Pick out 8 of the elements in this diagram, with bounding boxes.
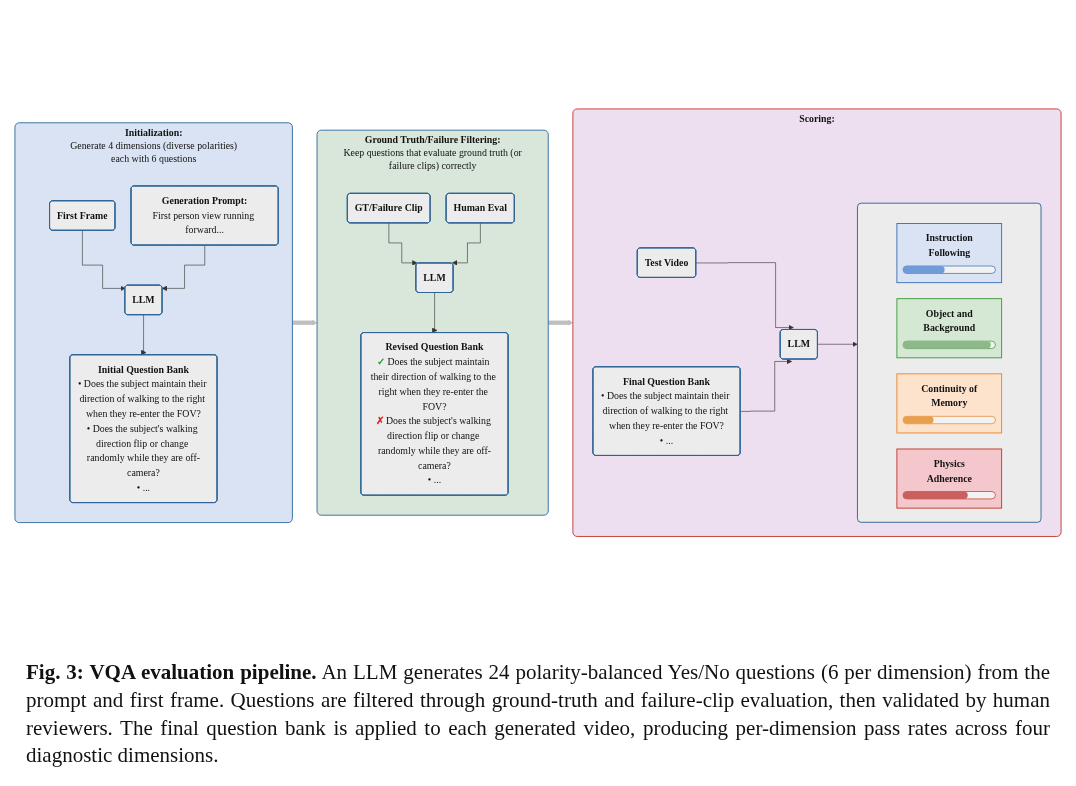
arrow [292,319,318,326]
node-box: Instruction Following [896,222,1003,283]
cluster [857,202,1042,523]
arrow [548,319,574,326]
figure-caption: Fig. 3: VQA evaluation pipeline. An LLM generates 24 polarity-balanced Yes/No questions (6 per dimension) from the prompt and first frame. Questions are filtered through ground-truth and failure-clip evaluation, then validated by human reviewers. The final question bank is applied to each generated video, producing per-dimension pass rates across four diagnostic dimensions. [26,659,1050,770]
node-box: Physics Adherence [896,448,1003,509]
node-box: Object and Background [896,298,1003,359]
node-box: Continuity of Memory [896,373,1003,434]
